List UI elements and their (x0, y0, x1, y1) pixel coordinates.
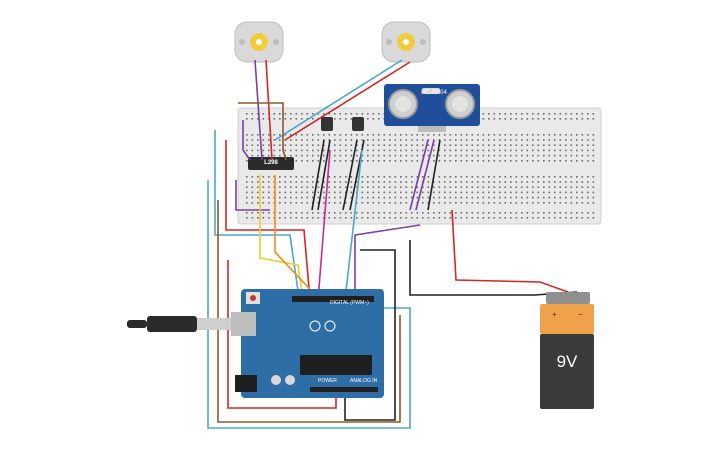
battery-plus-terminal: + (552, 310, 557, 319)
battery-label: 9V (556, 352, 578, 371)
dc-motor-right[interactable] (381, 21, 431, 63)
tactile-button-1[interactable] (321, 117, 333, 131)
battery-9v[interactable] (540, 292, 594, 409)
usb-cable[interactable] (127, 312, 256, 336)
tactile-button-2[interactable] (352, 117, 364, 131)
driver-chip-label: L298 (264, 160, 278, 166)
arduino-digital-label: DIGITAL (PWM~) (330, 300, 369, 306)
arduino-analog-label: ANALOG IN (350, 378, 378, 384)
motor-driver-chip[interactable] (248, 157, 294, 170)
arduino-board[interactable] (235, 289, 384, 398)
dc-motor-left[interactable] (234, 21, 284, 63)
sensor-label: HC-SR04 (421, 90, 447, 96)
battery-minus-terminal: − (578, 310, 583, 319)
ultrasonic-sensor[interactable] (384, 84, 480, 132)
arduino-power-label: POWER (318, 378, 337, 384)
breadboard-holes (246, 113, 595, 219)
